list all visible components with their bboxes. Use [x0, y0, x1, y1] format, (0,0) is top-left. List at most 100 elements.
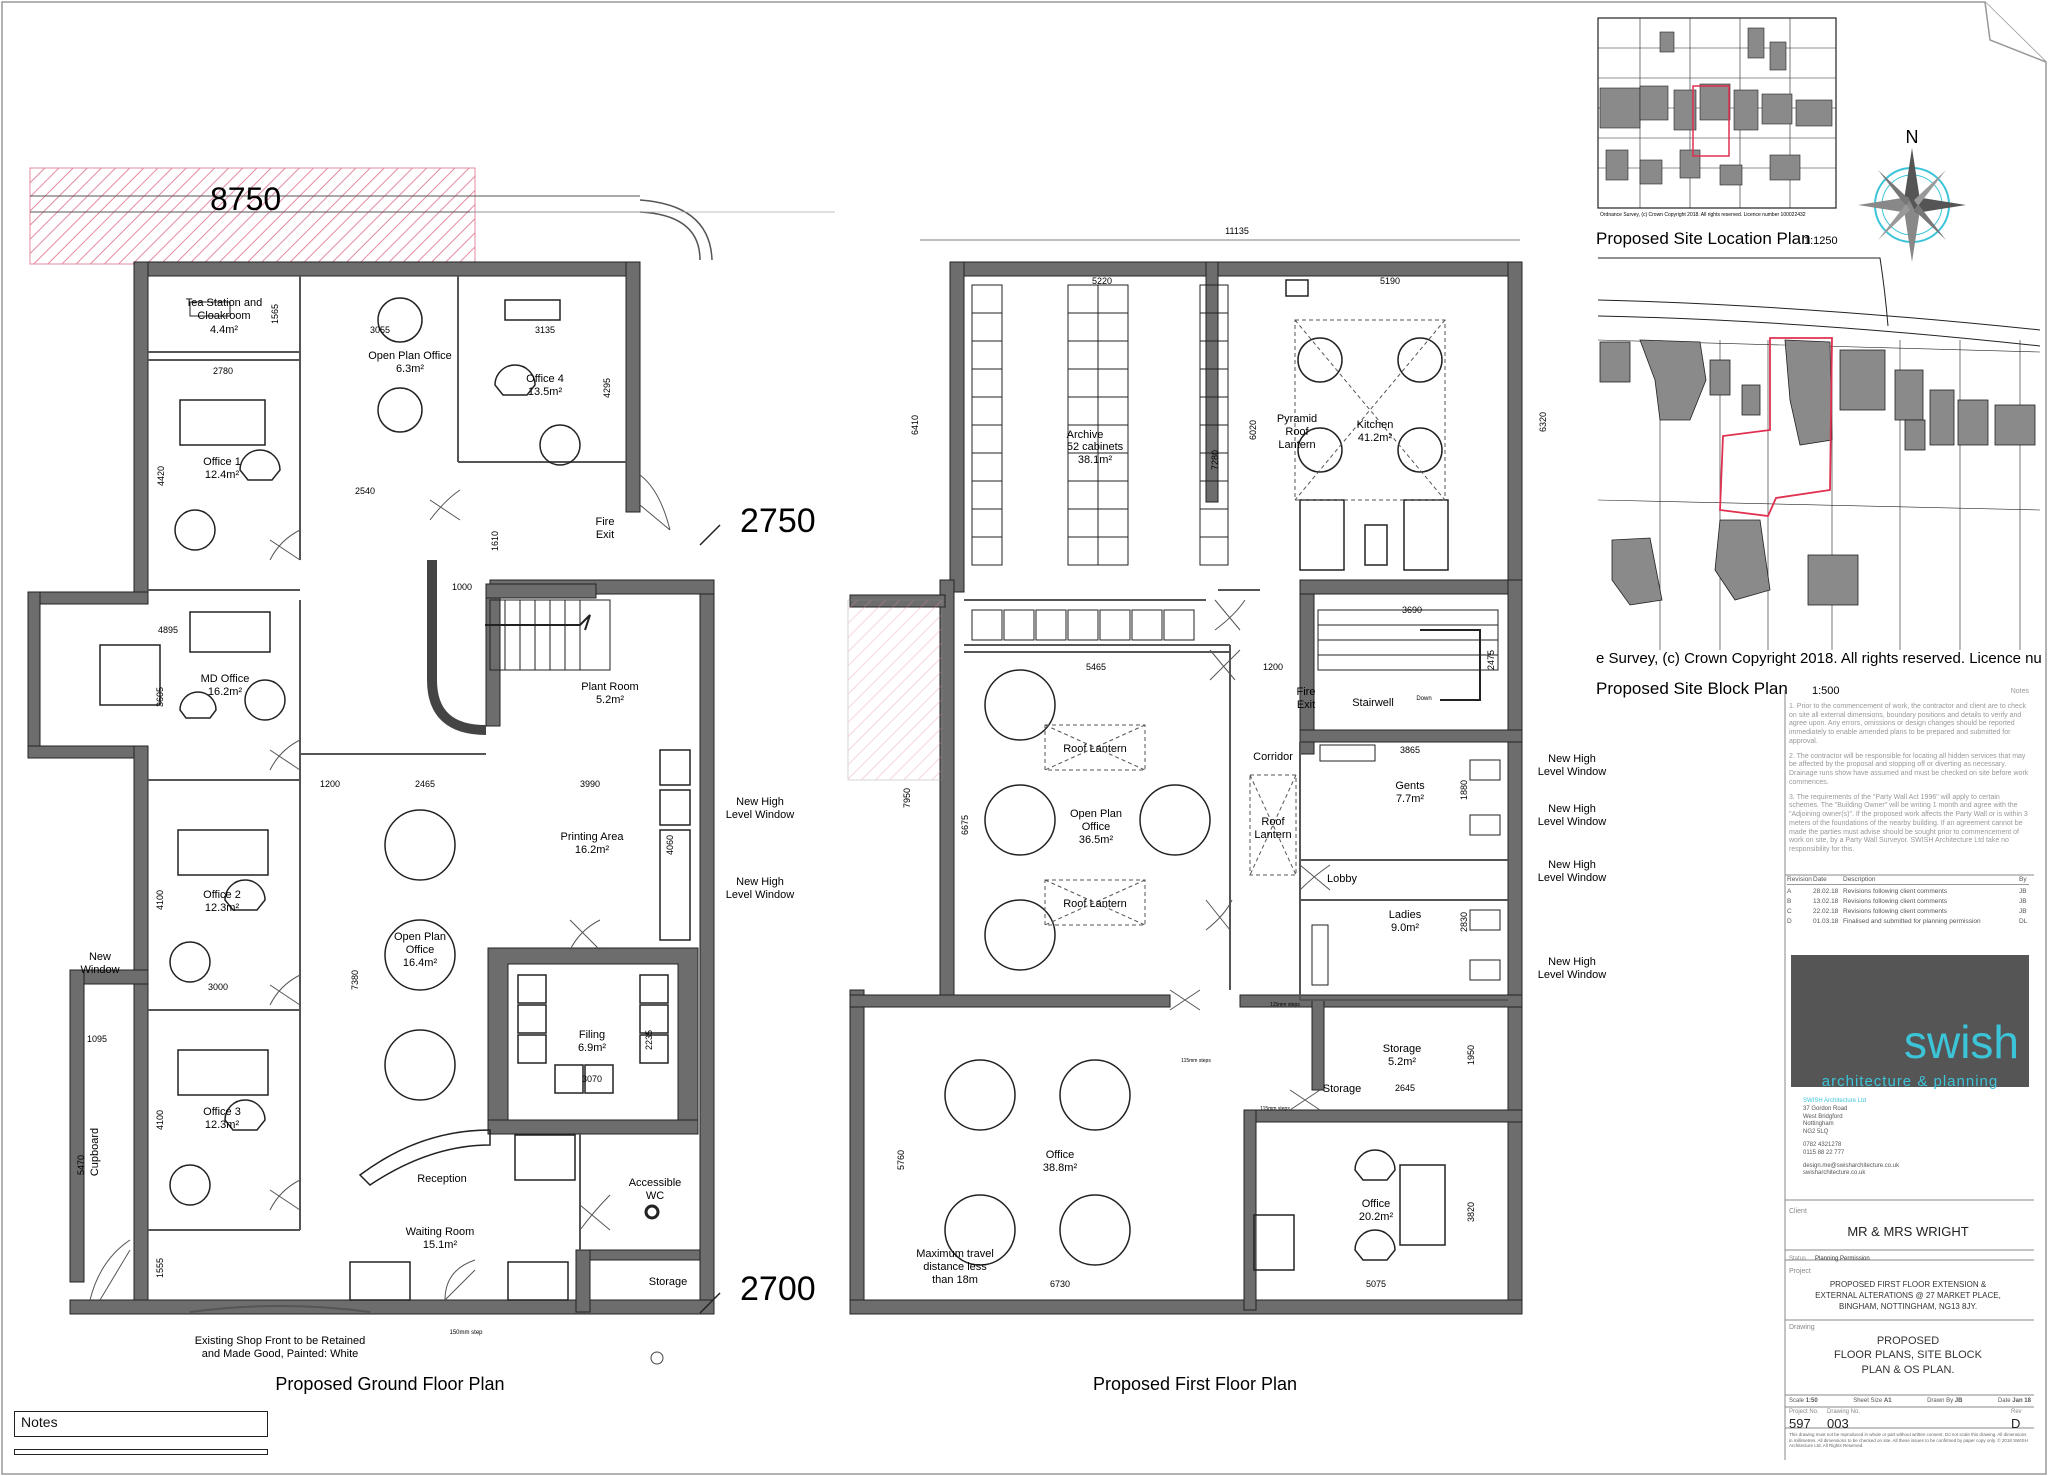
- label-roof-lantern-c: Roof: [1261, 816, 1285, 828]
- label-shopfront2: and Made Good, Painted: White: [202, 1348, 359, 1360]
- dim: 6410: [910, 415, 920, 435]
- date-label: Date: [1997, 1398, 2011, 1404]
- label-nhw4: New High: [1548, 956, 1596, 968]
- wc-fittings: [1311, 744, 1501, 986]
- wall: [485, 583, 501, 727]
- status-label: Status: [1789, 1256, 1807, 1262]
- big-dim-2750: 2750: [740, 502, 816, 540]
- label-accessible2: WC: [646, 1190, 664, 1202]
- label-open-plan-mid2: Office: [406, 944, 435, 956]
- first-floor-plan: Archive 52 cabinets 38.1m² Pyramid Roof …: [847, 226, 1607, 1394]
- rev-col: Date: [1813, 876, 1827, 883]
- wall: [949, 261, 965, 593]
- label-steps2: 115mm steps: [1270, 1002, 1300, 1008]
- number-values: 597 003 D: [1789, 1416, 2031, 1431]
- dim: 4295: [602, 378, 612, 398]
- wall: [699, 579, 715, 1313]
- wall: [849, 989, 865, 1313]
- dim: 4100: [155, 890, 165, 910]
- label-storage: Storage: [1383, 1043, 1422, 1055]
- wall: [849, 994, 1171, 1008]
- wall: [575, 1249, 591, 1313]
- label-md-office: MD Office: [201, 673, 250, 685]
- dim: 2830: [1459, 912, 1469, 932]
- label-roof-lantern-c2: Lantern: [1254, 829, 1291, 841]
- label-open-plan-top-area: 6.3m²: [396, 363, 424, 375]
- email: design.me@swisharchitecture.co.uk: [1803, 1162, 1900, 1169]
- dim: 1000: [452, 582, 472, 592]
- label-stairwell: Stairwell: [1352, 697, 1394, 709]
- label-tea-area: 4.4m²: [210, 324, 238, 336]
- drawing-line-3: PLAN & OS PLAN.: [1861, 1363, 1955, 1376]
- label-tea: Tea Station and: [186, 297, 262, 309]
- big-dim-8750: 8750: [210, 181, 281, 217]
- wall: [1299, 729, 1523, 743]
- meta-row: Scale 1:50 Sheet Size A1 Drawn By JB Dat…: [1789, 1398, 2031, 1404]
- label-lobby: Lobby: [1327, 873, 1357, 885]
- wall: [625, 261, 641, 513]
- hatched-boundary: [29, 167, 476, 265]
- dim: 1950: [1466, 1045, 1476, 1065]
- label-new-high1b: Level Window: [726, 809, 795, 821]
- label-office4: Office 4: [526, 373, 564, 385]
- label-nhw1b: Level Window: [1538, 766, 1607, 778]
- dim: 1880: [1459, 780, 1469, 800]
- client-label: Client: [1789, 1208, 1807, 1215]
- client-name: MR & MRS WRIGHT: [1847, 1224, 1969, 1239]
- label-new-high1: New High: [736, 796, 784, 808]
- label-kitchen: Kitchen: [1357, 419, 1394, 431]
- dim: 3135: [535, 325, 555, 335]
- dim: 3990: [580, 779, 600, 789]
- wall: [487, 1119, 699, 1135]
- footer-disclaimer: This drawing must not be reproduced in w…: [1789, 1432, 2028, 1449]
- wall: [1205, 261, 1219, 503]
- label-office3: Office 3: [203, 1106, 241, 1118]
- label-down: Down: [1416, 696, 1431, 702]
- first-floor-title: Proposed First Floor Plan: [1093, 1374, 1297, 1394]
- dim: 5760: [896, 1150, 906, 1170]
- location-plan-scale: 1:1250: [1804, 235, 1838, 247]
- label-office-r: Office: [1362, 1198, 1391, 1210]
- label-max-travel2: distance less: [923, 1261, 987, 1273]
- dim: 5075: [1366, 1279, 1386, 1289]
- label-office3-area: 12.3m²: [205, 1119, 240, 1131]
- rev-col: By: [2019, 876, 2027, 883]
- os-copyright-large: e Survey, (c) Crown Copyright 2018. All …: [1596, 650, 2042, 667]
- dim: 1565: [270, 304, 280, 324]
- dim: 6020: [1248, 420, 1258, 440]
- dim: 4060: [665, 835, 675, 855]
- wall: [27, 745, 149, 759]
- label-tea2: Cloakroom: [197, 310, 250, 322]
- label-fire-exit: Fire: [596, 516, 615, 528]
- label-filing: Filing: [579, 1029, 605, 1041]
- label-waiting-area: 15.1m²: [423, 1239, 458, 1251]
- sheet-label: Sheet Size: [1853, 1398, 1883, 1404]
- label-open-plan: Open Plan: [1070, 808, 1122, 820]
- title-block: Notes 1. Prior to the commencement of wo…: [1785, 682, 2031, 1457]
- drawing-no-label: Drawing No.: [1827, 1409, 1861, 1415]
- label-step: 150mm step: [449, 1330, 483, 1336]
- tb-notes: Notes 1. Prior to the commencement of wo…: [1789, 688, 2029, 855]
- label-pyramid3: Lantern: [1278, 439, 1315, 451]
- ground-floor-title: Proposed Ground Floor Plan: [275, 1374, 504, 1394]
- label-gents: Gents: [1395, 780, 1425, 792]
- wall: [133, 261, 149, 593]
- label-new-window: New: [89, 951, 111, 963]
- rev-col: Revision: [1787, 876, 1812, 883]
- dim: 1200: [1263, 662, 1283, 672]
- wall: [27, 591, 41, 759]
- stairs: [485, 599, 611, 671]
- sheet-value: A1: [1883, 1398, 1892, 1404]
- dim: 3605: [155, 687, 165, 707]
- project-line-1: PROPOSED FIRST FLOOR EXTENSION &: [1829, 1280, 1987, 1289]
- scale-label: Scale: [1789, 1398, 1805, 1404]
- dim: 3070: [582, 1074, 602, 1084]
- scale-bar: [14, 1449, 268, 1455]
- label-roof-lantern1: Roof Lantern: [1063, 743, 1127, 755]
- label-open-plan-top: Open Plan Office: [368, 350, 452, 362]
- label-storage: Storage: [649, 1276, 688, 1288]
- dim: 2235: [644, 1030, 654, 1050]
